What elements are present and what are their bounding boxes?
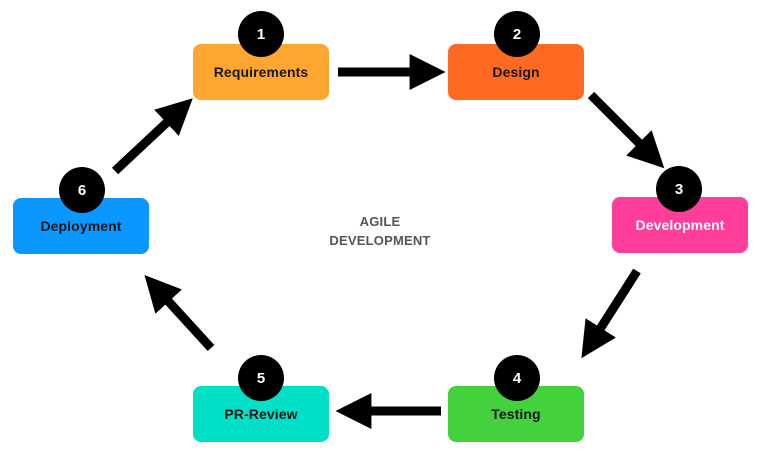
step-number-badge: 3 <box>656 166 702 212</box>
step-requirements: Requirements <box>193 44 329 100</box>
step-number-badge: 2 <box>494 11 540 57</box>
step-number-badge: 5 <box>238 355 284 401</box>
center-title-line: DEVELOPMENT <box>329 233 431 248</box>
center-title: AGILE DEVELOPMENT <box>300 212 460 250</box>
step-label: Design <box>492 64 540 80</box>
arrow-design-to-development <box>587 91 665 169</box>
step-number-badge: 1 <box>238 11 284 57</box>
step-pr-review: PR-Review <box>193 386 329 442</box>
arrow-development-to-testing <box>581 268 641 359</box>
step-label: Testing <box>491 406 541 422</box>
step-label: PR-Review <box>224 406 298 422</box>
step-label: Development <box>635 217 725 233</box>
step-label: Requirements <box>213 64 309 80</box>
step-label: Deployment <box>40 218 122 234</box>
arrow-pr-review-to-deployment <box>144 275 215 352</box>
arrow-deployment-to-requirements <box>111 98 193 175</box>
step-number-badge: 4 <box>494 355 540 401</box>
step-number-badge: 6 <box>59 167 105 213</box>
center-title-line: AGILE <box>359 214 401 229</box>
